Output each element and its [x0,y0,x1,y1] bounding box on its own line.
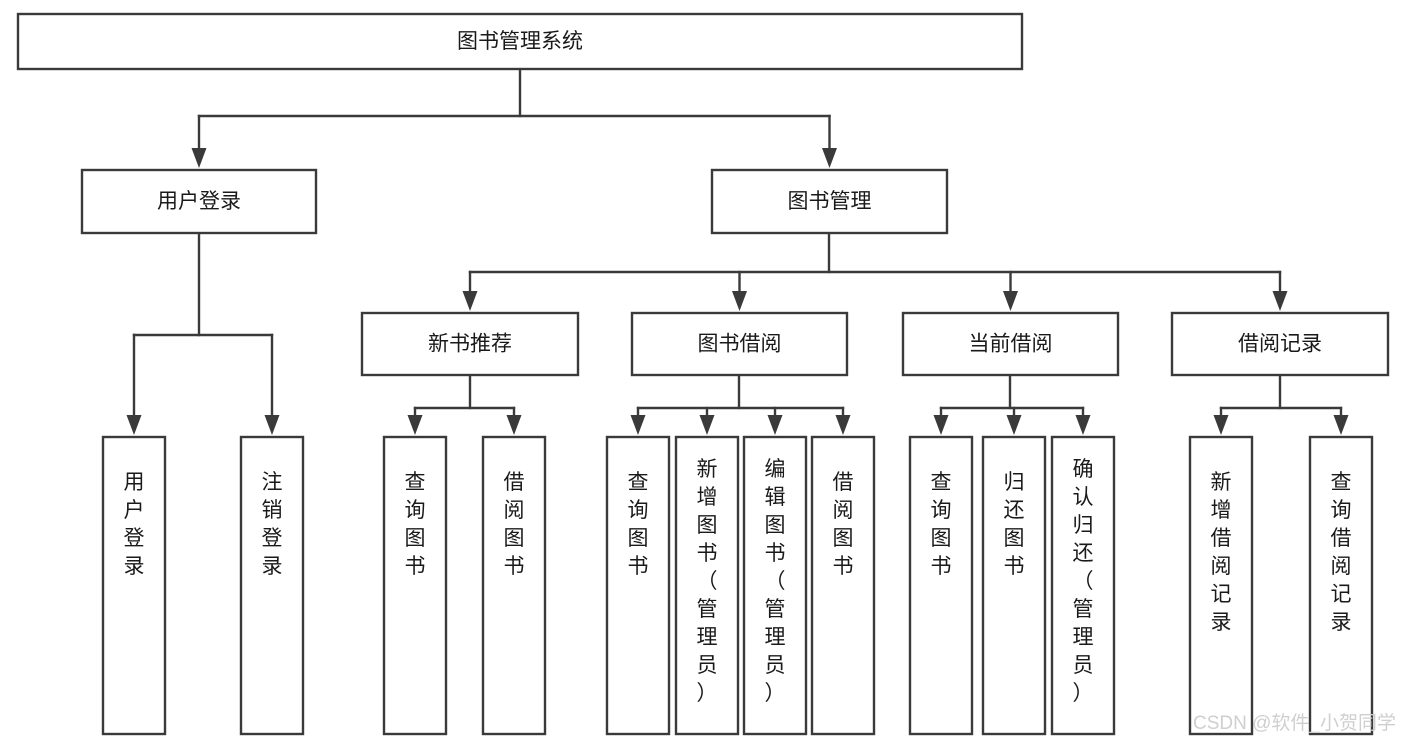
edge-group-user-login [126,231,280,435]
node-label-leaf-confirm-return: 确认归还（管理员） [1073,458,1094,705]
node-label-leaf-user-logout: 注销登录 [262,471,283,578]
edge-group-current-borrow [933,373,1091,435]
arrow-head-leaf-add-book [699,415,715,435]
node-leaf-query-book-3[interactable]: 查询图书 [908,435,974,736]
edge-group-root [191,67,837,168]
node-box-new-book-rec[interactable] [360,311,580,377]
node-book-borrow[interactable]: 图书借阅 [630,311,849,377]
arrow-head-leaf-confirm-return [1075,415,1091,435]
node-leaf-edit-book[interactable]: 编辑图书（管理员） [742,435,808,736]
node-leaf-query-book-2[interactable]: 查询图书 [605,435,671,736]
arrow-head-book-borrow [732,291,747,311]
node-leaf-borrow-book-1[interactable]: 借阅图书 [481,435,547,736]
node-box-leaf-edit-book[interactable] [742,435,808,736]
node-box-leaf-return-book[interactable] [981,435,1047,736]
node-box-leaf-add-book[interactable] [674,435,740,736]
arrow-head-new-book-rec [462,291,478,311]
node-label-leaf-return-book: 归还图书 [1004,471,1025,578]
arrow-head-user-login [191,148,207,168]
node-leaf-add-book[interactable]: 新增图书（管理员） [674,435,740,736]
node-box-leaf-borrow-book-1[interactable] [481,435,547,736]
arrow-head-leaf-user-login [126,415,142,435]
arrow-head-leaf-query-record [1333,415,1349,435]
node-label-book-borrow: 图书借阅 [698,333,782,356]
node-root[interactable]: 图书管理系统 [16,12,1024,71]
edge-group-borrow-record [1213,373,1349,435]
node-label-leaf-edit-book: 编辑图书（管理员） [765,458,786,705]
node-label-leaf-query-book-3: 查询图书 [931,471,952,578]
node-box-leaf-add-record[interactable] [1188,435,1254,736]
node-user-login[interactable]: 用户登录 [80,168,318,235]
node-label-leaf-add-record: 新增借阅记录 [1211,471,1232,634]
node-label-leaf-add-book: 新增图书（管理员） [697,458,718,705]
node-label-root: 图书管理系统 [457,30,583,53]
node-label-leaf-borrow-book-2: 借阅图书 [833,471,854,578]
node-label-leaf-query-record: 查询借阅记录 [1331,471,1352,634]
node-new-book-rec[interactable]: 新书推荐 [360,311,580,377]
arrow-head-leaf-query-book-3 [933,415,949,435]
node-box-leaf-query-record[interactable] [1308,435,1374,736]
node-box-leaf-query-book-2[interactable] [605,435,671,736]
node-label-user-login: 用户登录 [157,190,241,213]
node-leaf-add-record[interactable]: 新增借阅记录 [1188,435,1254,736]
node-leaf-user-login[interactable]: 用户登录 [101,435,167,736]
node-current-borrow[interactable]: 当前借阅 [901,311,1120,377]
arrow-head-current-borrow [1003,291,1018,311]
edge-group-book-manage [462,231,1288,311]
node-box-user-login[interactable] [80,168,318,235]
arrow-head-leaf-edit-book [767,415,783,435]
node-borrow-record[interactable]: 借阅记录 [1170,311,1390,377]
node-leaf-borrow-book-2[interactable]: 借阅图书 [810,435,876,736]
arrow-head-leaf-user-logout [264,415,280,435]
node-box-leaf-query-book-1[interactable] [382,435,448,736]
node-leaf-user-logout[interactable]: 注销登录 [239,435,305,736]
node-box-leaf-user-logout[interactable] [239,435,305,736]
node-label-leaf-query-book-2: 查询图书 [628,471,649,578]
node-leaf-confirm-return[interactable]: 确认归还（管理员） [1050,435,1116,736]
node-box-book-borrow[interactable] [630,311,849,377]
arrow-head-leaf-query-book-2 [630,415,646,435]
node-box-leaf-borrow-book-2[interactable] [810,435,876,736]
connector-layer [126,67,1349,435]
node-book-manage[interactable]: 图书管理 [710,168,949,235]
node-leaf-query-book-1[interactable]: 查询图书 [382,435,448,736]
node-box-leaf-query-book-3[interactable] [908,435,974,736]
node-label-leaf-query-book-1: 查询图书 [405,471,426,578]
node-box-leaf-user-login[interactable] [101,435,167,736]
node-label-leaf-user-login: 用户登录 [124,471,145,578]
node-box-root[interactable] [16,12,1024,71]
node-layer: 图书管理系统用户登录图书管理新书推荐图书借阅当前借阅借阅记录用户登录注销登录查询… [16,12,1390,736]
node-label-book-manage: 图书管理 [788,190,872,213]
arrow-head-leaf-add-record [1213,415,1229,435]
node-label-borrow-record: 借阅记录 [1238,333,1322,356]
node-leaf-query-record[interactable]: 查询借阅记录 [1308,435,1374,736]
arrow-head-borrow-record [1272,291,1288,311]
arrow-head-leaf-query-book-1 [407,415,423,435]
edge-group-book-borrow [630,373,851,435]
node-box-book-manage[interactable] [710,168,949,235]
node-box-leaf-confirm-return[interactable] [1050,435,1116,736]
arrow-head-leaf-borrow-book-2 [835,415,851,435]
arrow-head-leaf-borrow-book-1 [506,415,522,435]
arrow-head-leaf-return-book [1006,415,1022,435]
node-label-current-borrow: 当前借阅 [969,333,1053,356]
arrow-head-book-manage [822,148,837,168]
node-label-new-book-rec: 新书推荐 [428,333,512,356]
node-box-borrow-record[interactable] [1170,311,1390,377]
csdn-watermark: CSDN @软件_小贺同学 [1193,712,1396,734]
node-box-current-borrow[interactable] [901,311,1120,377]
node-leaf-return-book[interactable]: 归还图书 [981,435,1047,736]
node-label-leaf-borrow-book-1: 借阅图书 [504,471,525,578]
edge-group-new-book-rec [407,373,522,435]
